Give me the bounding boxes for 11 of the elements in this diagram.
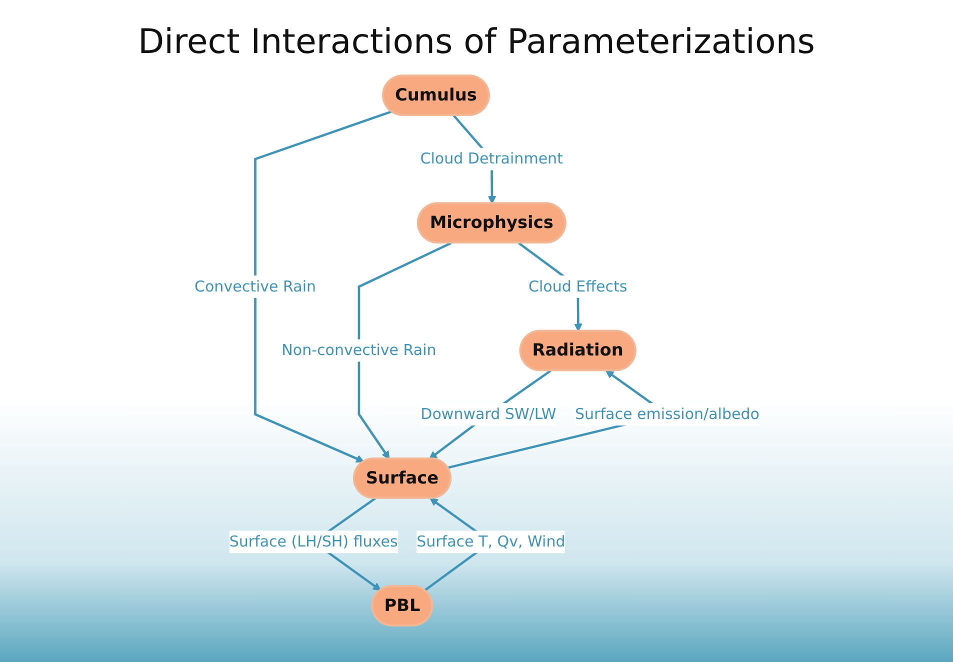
edge-label: Surface (LH/SH) fluxes xyxy=(228,532,398,550)
arrow xyxy=(357,242,452,460)
edge-label: Surface T, Qv, Wind xyxy=(416,532,565,550)
edge-label: Downward SW/LW xyxy=(420,404,556,423)
edge-label: Convective Rain xyxy=(194,277,316,296)
diagram-title: Direct Interactions of Parameterizations xyxy=(136,22,816,62)
edge-label: Cloud Effects xyxy=(528,277,627,296)
edge-label: Non-convective Rain xyxy=(281,341,436,359)
edge-label: Surface emission/albedo xyxy=(574,404,759,423)
arrow xyxy=(254,110,392,463)
edge-label: Cloud Detrainment xyxy=(420,150,562,168)
